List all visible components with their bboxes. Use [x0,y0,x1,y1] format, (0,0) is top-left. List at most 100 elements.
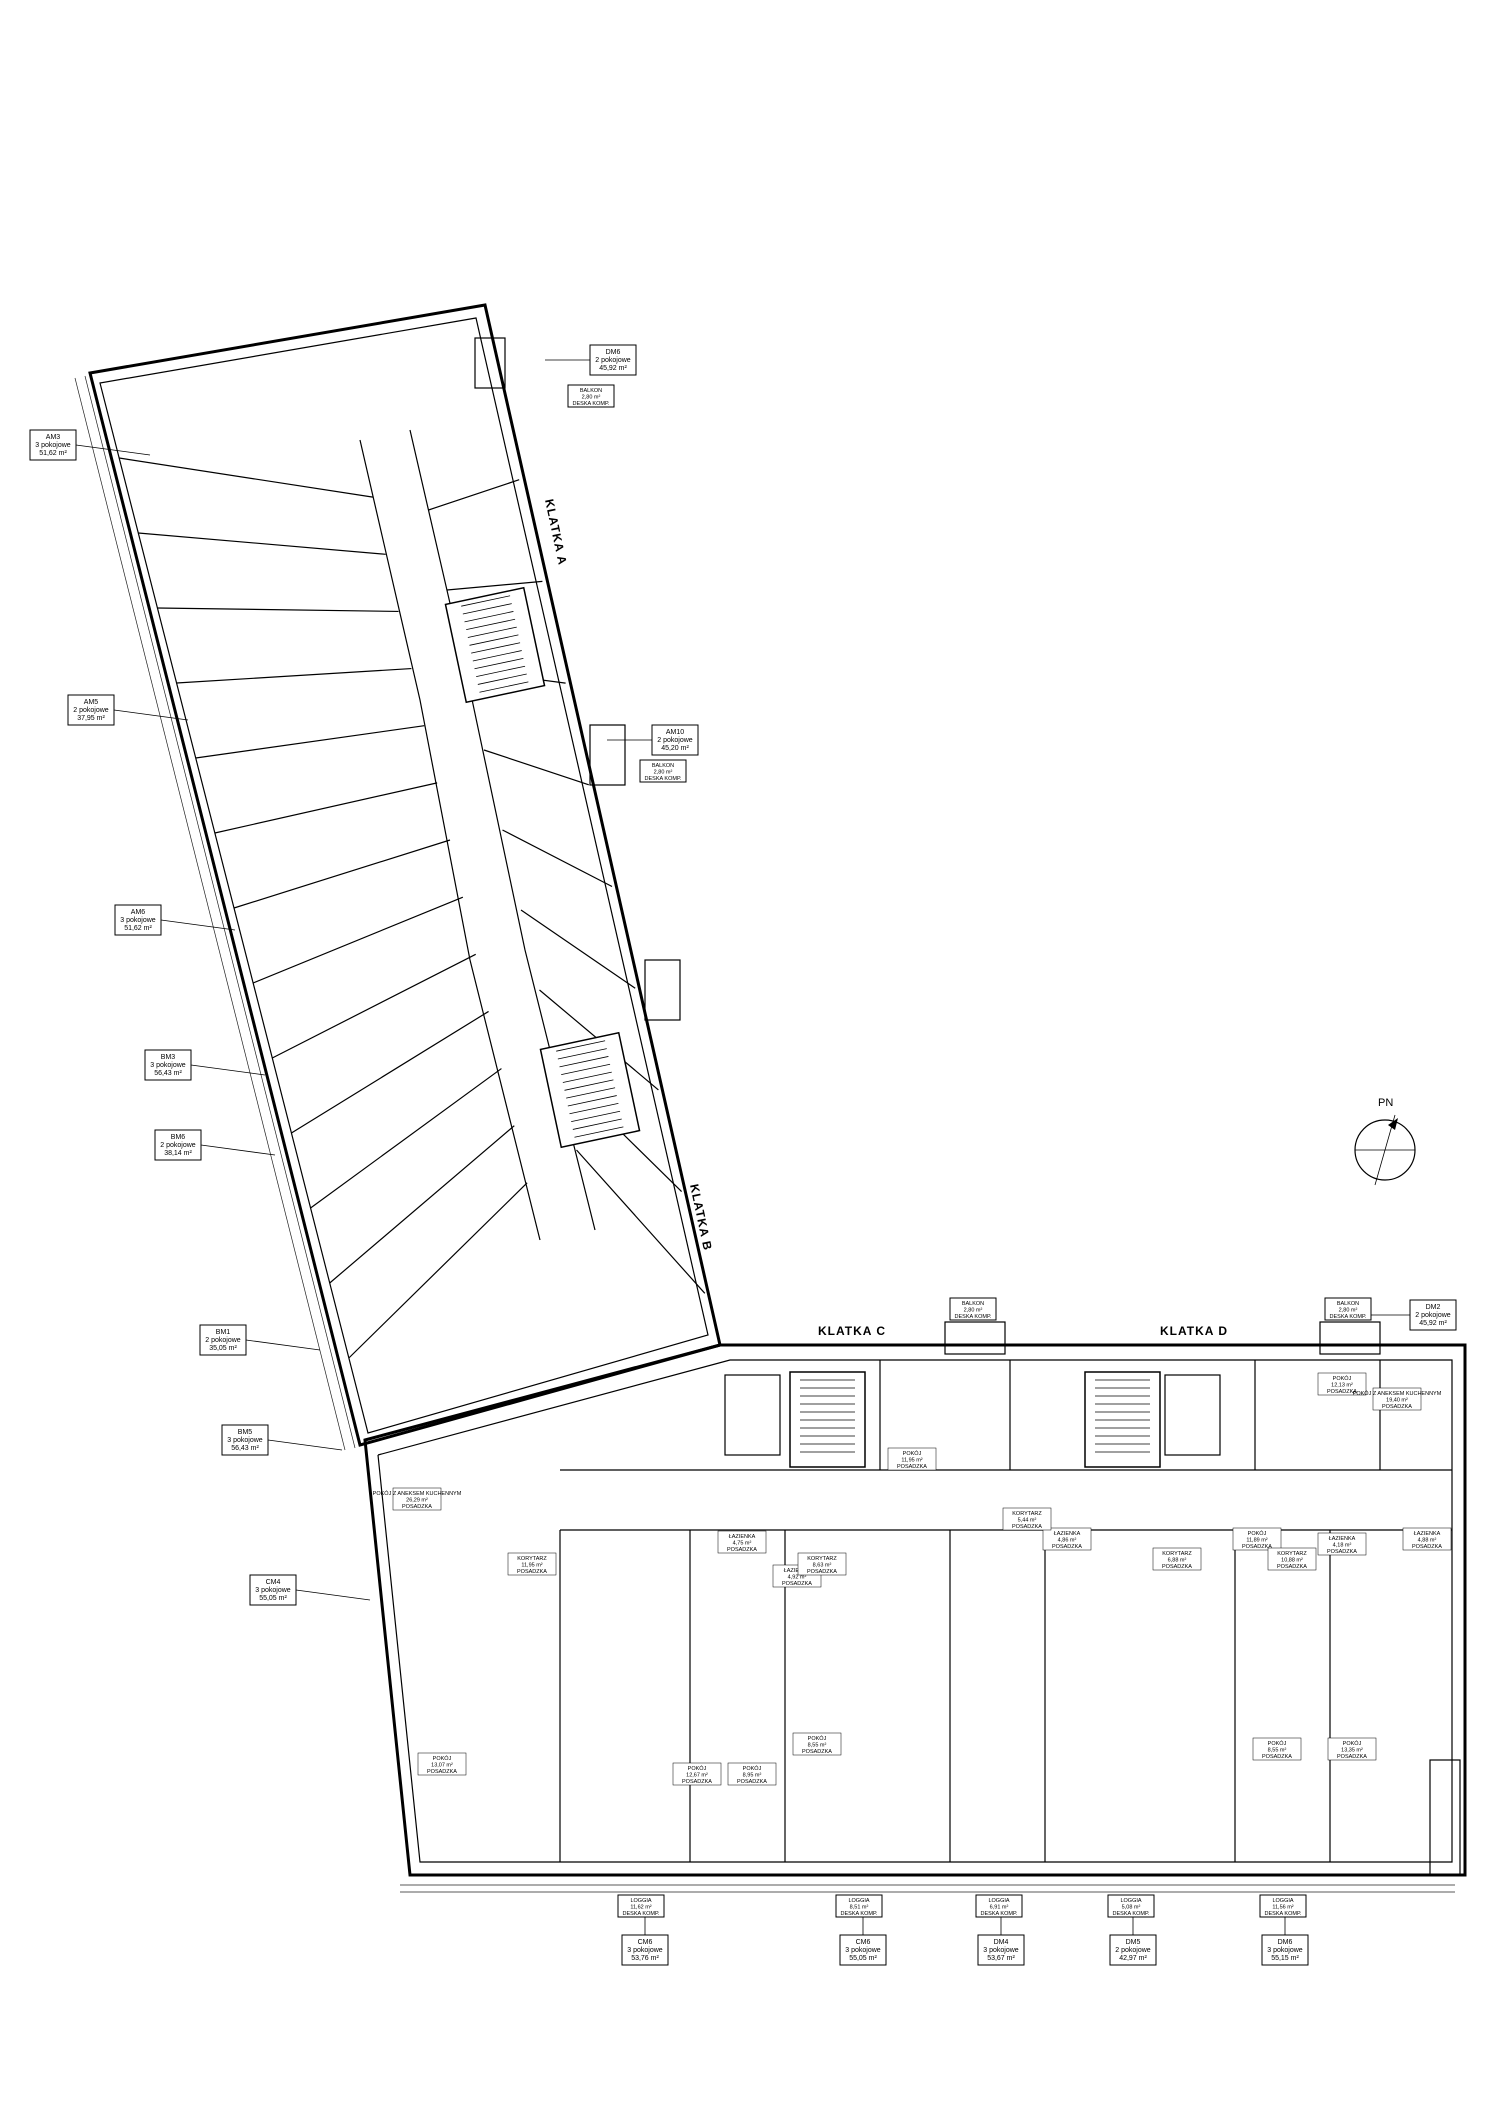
unit-tag-code: CM6 [638,1939,653,1946]
elevator-c [724,1374,781,1456]
balcony-tag-note: DESKA KOMP. [623,1911,660,1917]
balcony-tag-area: 2,80 m² [582,395,601,401]
unit-tag-area: 55,05 m² [259,1595,287,1602]
stairwell-a [444,586,546,704]
room-label-floor: POSADZKA [782,1581,812,1587]
balcony-tag-area: 2,80 m² [964,1308,983,1314]
compass: PN [1354,1097,1416,1186]
unit-tag-code: CM4 [266,1579,281,1586]
balcony-tag-kind: LOGGIA [1272,1898,1293,1904]
unit-divider-left [233,839,451,909]
wing-ab-outline [88,303,722,1447]
balcony-tag-box [639,759,687,783]
unit-tag-code: AM10 [666,729,684,736]
balcony-tag-area: 2,80 m² [1339,1308,1358,1314]
room-label-name: POKÓJ [903,1450,922,1457]
room-label-name: POKÓJ [1248,1530,1267,1537]
stair-step [479,681,529,693]
unit-divider-left [348,1182,528,1359]
balcony-tag-kind: LOGGIA [988,1898,1009,1904]
room-label-area: 19,40 m² [1386,1398,1408,1404]
unit-tag-rooms: 3 pokojowe [35,442,71,449]
stairwell-b [539,1031,641,1149]
room-label-area: 13,35 m² [1341,1748,1363,1754]
room-label-area: 8,55 m² [808,1743,827,1749]
stair-step [562,1071,612,1083]
unit-tag-rooms: 3 pokojowe [227,1437,263,1444]
unit-tag-area: 55,15 m² [1271,1955,1299,1962]
stair-step [464,611,514,623]
room-label-area: 13,07 m² [431,1763,453,1769]
unit-tag-code: DM2 [1426,1304,1441,1311]
unit-tag-area: 38,14 m² [164,1150,192,1157]
unit-tag-area: 37,95 m² [77,715,105,722]
balcony-tag-kind: BALKON [652,763,674,769]
unit-tag-rooms: 3 pokojowe [120,917,156,924]
balcony-tag-note: DESKA KOMP. [981,1911,1018,1917]
room-label-floor: POSADZKA [1412,1544,1442,1550]
room-label-floor: POSADZKA [427,1769,457,1775]
unit-tag-area: 45,92 m² [599,365,627,372]
stair-step [471,642,521,654]
room-label-box [1317,1372,1367,1396]
unit-tag-rooms: 3 pokojowe [150,1062,186,1069]
room-label-floor: POSADZKA [737,1779,767,1785]
unit-tag-box [621,1934,669,1966]
balcony-tag-area: 2,80 m² [654,770,673,776]
room-label-box [1327,1737,1377,1761]
unit-tag-area: 51,62 m² [39,450,67,457]
unit-tag-leader [190,1064,266,1076]
balcony-tag-note: DESKA KOMP. [841,1911,878,1917]
room-label-box [887,1447,937,1471]
room-label-area: 4,75 m² [733,1541,752,1547]
room-label-area: 4,86 m² [1058,1538,1077,1544]
balcony-tag-box [949,1297,997,1321]
unit-tag-code: BM5 [238,1429,253,1436]
room-label-name: KORYTARZ [807,1556,837,1562]
room-label-name: ŁAZIENKA [729,1534,756,1540]
unit-tag-area: 42,97 m² [1119,1955,1147,1962]
unit-tag-code: AM5 [84,699,99,706]
unit-tag-rooms: 3 pokojowe [1267,1947,1303,1954]
room-label-name: POKÓJ Z ANEKSEM KUCHENNYM [1353,1390,1442,1397]
unit-tag-leader [267,1439,343,1451]
room-label-floor: POSADZKA [1012,1524,1042,1530]
room-label-area: 10,88 m² [1281,1558,1303,1564]
stair-step [469,634,519,646]
unit-tag-code: DM4 [994,1939,1009,1946]
balcony-am10 [589,724,626,786]
room-label-floor: POSADZKA [1242,1544,1272,1550]
balcony-tag-area: 8,51 m² [850,1905,869,1911]
balcony-tag-box [567,384,615,408]
stair-b-shaft [539,1031,641,1149]
stair-step [572,1118,622,1130]
elevator-d [1164,1374,1221,1456]
unit-tag-area: 53,76 m² [631,1955,659,1962]
stair-step [472,650,522,662]
unit-dividers-left [119,457,528,1359]
unit-tag-code: AM3 [46,434,61,441]
room-label-name: POKÓJ [688,1765,707,1772]
stair-step [567,1095,617,1107]
room-label-floor: POSADZKA [517,1569,547,1575]
wing-cd-outline [363,1343,1467,1877]
room-label-box [792,1732,842,1756]
room-label-area: 8,55 m² [1268,1748,1287,1754]
unit-divider-right [483,749,589,786]
unit-tag-box [114,904,162,936]
room-label-floor: POSADZKA [1327,1389,1357,1395]
room-label-box [797,1552,847,1576]
room-label-box [1402,1527,1452,1551]
